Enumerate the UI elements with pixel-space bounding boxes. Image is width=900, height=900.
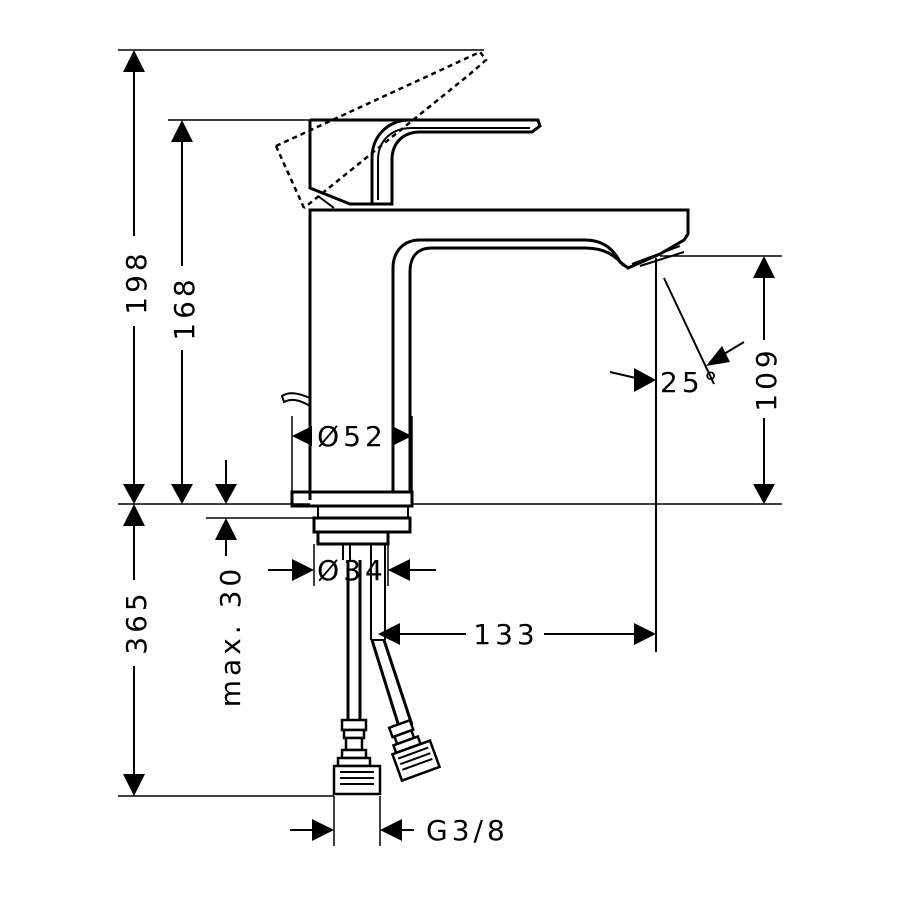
label-g38: G3/8 bbox=[426, 814, 509, 847]
label-198: 198 bbox=[120, 249, 153, 314]
label-168: 168 bbox=[168, 275, 201, 340]
dimension-109: 109 bbox=[412, 255, 783, 505]
dimension-g38: G3/8 bbox=[290, 796, 509, 847]
faucet-body bbox=[280, 208, 690, 500]
dimension-365: 365 bbox=[118, 504, 334, 797]
label-d34: Ø34 bbox=[317, 554, 387, 587]
label-133: 133 bbox=[473, 618, 538, 651]
dimension-d34: Ø34 bbox=[268, 544, 436, 587]
deck-base bbox=[290, 490, 414, 546]
dimension-198: 198 bbox=[118, 49, 484, 505]
dimension-133: 133 bbox=[378, 618, 656, 651]
dimension-d52: Ø52 bbox=[291, 416, 413, 492]
dimension-max30: max. 30 bbox=[206, 460, 314, 707]
supply-hoses bbox=[332, 544, 442, 796]
label-max30: max. 30 bbox=[214, 565, 247, 707]
label-109: 109 bbox=[750, 346, 783, 411]
handle-lever bbox=[274, 50, 542, 209]
label-d52: Ø52 bbox=[317, 420, 387, 453]
dimension-168: 168 bbox=[168, 119, 310, 504]
label-25deg: 25° bbox=[660, 366, 722, 399]
dimension-25deg: 25° bbox=[609, 258, 745, 652]
label-365: 365 bbox=[120, 589, 153, 654]
